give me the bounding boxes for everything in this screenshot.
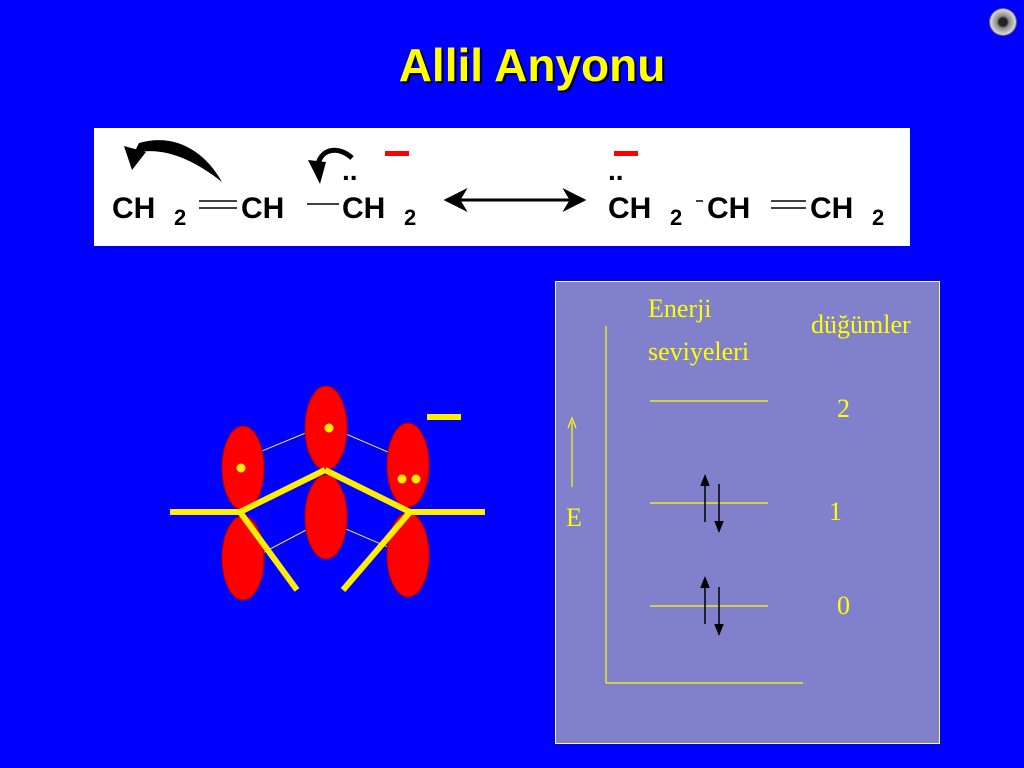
left-lone-pair: .. (342, 155, 358, 186)
right-ch: CH (707, 192, 750, 225)
curved-arrow-large-head (124, 146, 146, 170)
left-sub-a: 2 (174, 205, 186, 230)
left-ch2-a: CH (112, 192, 155, 225)
right-sub-b: 2 (872, 205, 884, 230)
node-count-0: 0 (837, 591, 850, 620)
node-count-2: 2 (837, 394, 850, 423)
orbital-lobe-c2-bottom (304, 474, 348, 560)
energy-header-line2: seviyeleri (648, 337, 749, 366)
electron-c3-a (397, 474, 407, 484)
orbital-lobe-c3-top (386, 422, 430, 508)
resonance-structures: CH 2 CH CH 2 .. CH 2 CH CH 2 .. (94, 128, 910, 246)
curved-arrow-small (315, 147, 354, 165)
right-sub-a: 2 (670, 205, 682, 230)
orbital-lobe-c3-bottom (386, 512, 430, 598)
left-negative-charge (385, 151, 409, 156)
energy-header-line1: Enerji (648, 294, 712, 323)
left-ch: CH (241, 192, 284, 225)
curved-arrow-large (134, 140, 222, 182)
p-orbital-diagram (170, 385, 485, 601)
electron-c2 (324, 423, 334, 433)
slide-title: Allil Anyonu (398, 39, 666, 91)
right-ch2-a: CH (608, 192, 651, 225)
right-lone-pair: .. (608, 155, 624, 186)
electron-c1 (236, 463, 246, 473)
right-ch2-b: CH (810, 192, 853, 225)
orbital-negative-charge (427, 414, 461, 420)
curved-arrow-small-head (308, 160, 326, 184)
left-ch2-b: CH (342, 192, 385, 225)
electron-c3-b (411, 474, 421, 484)
right-negative-charge (614, 151, 638, 156)
energy-level-panel: Enerji seviyeleri düğümler E 2 1 0 (555, 281, 940, 744)
left-sub-b: 2 (404, 205, 416, 230)
orbital-lobe-c1-bottom (221, 515, 265, 601)
nodes-header: düğümler (811, 310, 911, 339)
energy-axis-label: E (566, 503, 582, 532)
navigation-button[interactable] (990, 9, 1016, 35)
node-count-1: 1 (829, 497, 842, 526)
